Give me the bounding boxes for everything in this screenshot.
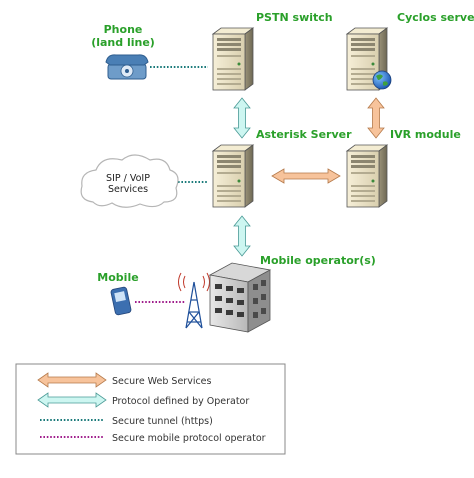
- mobile-label: Mobile: [97, 271, 138, 284]
- arrow-cyclos-ivr: [367, 97, 385, 139]
- legend-orange-arrow: [37, 372, 107, 388]
- cyclos-label: Cyclos server: [397, 11, 474, 24]
- phone-sublabel: (land line): [91, 36, 155, 49]
- legend-label-mobile-protocol: Secure mobile protocol operator: [112, 433, 266, 444]
- pstn-label: PSTN switch: [256, 11, 333, 24]
- phone-label: Phone: [104, 23, 143, 36]
- legend-label-operator-protocol: Protocol defined by Operator: [112, 396, 249, 407]
- pstn-server-icon: [212, 27, 254, 91]
- asterisk-label: Asterisk Server: [256, 128, 352, 141]
- building-icon: [208, 262, 272, 333]
- arrow-asterisk-operator: [233, 215, 251, 257]
- mobile-operator-label: Mobile operator(s): [260, 254, 376, 267]
- arrow-pstn-asterisk: [233, 97, 251, 139]
- asterisk-server-icon: [212, 144, 254, 208]
- globe-icon: [372, 70, 392, 90]
- antenna-tower-icon: [178, 272, 210, 329]
- cloud-icon: [80, 154, 179, 208]
- legend-cyan-arrow: [37, 392, 107, 408]
- ivr-label: IVR module: [390, 128, 461, 141]
- legend-label-secure-tunnel: Secure tunnel (https): [112, 416, 213, 427]
- sip-label: SIP / VoIP: [106, 173, 150, 184]
- mobile-phone-icon: [110, 286, 132, 316]
- sip-sublabel: Services: [108, 184, 148, 195]
- ivr-server-icon: [346, 144, 388, 208]
- phone-icon: [105, 54, 149, 80]
- legend-label-web-services: Secure Web Services: [112, 376, 212, 387]
- arrow-asterisk-ivr: [271, 168, 341, 184]
